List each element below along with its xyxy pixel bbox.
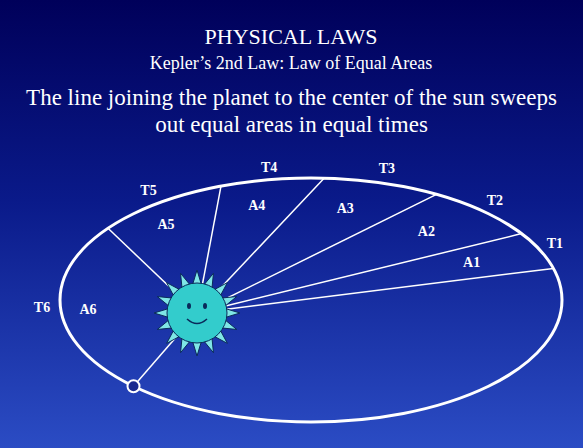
radius-line	[197, 234, 522, 313]
sun-eye	[187, 303, 191, 309]
radius-line	[197, 194, 437, 313]
time-label: T6	[34, 300, 50, 316]
sun-eye	[203, 303, 207, 309]
time-label: T2	[487, 193, 503, 209]
orbit-ellipse	[60, 178, 562, 422]
time-label: T5	[140, 183, 156, 199]
area-label: A1	[463, 255, 480, 271]
area-label: A6	[79, 302, 96, 318]
subtitle: Kepler’s 2nd Law: Law of Equal Areas	[150, 53, 433, 74]
slide-title: PHYSICAL LAWS	[205, 24, 378, 50]
law-statement: The line joining the planet to the cente…	[11, 84, 572, 138]
time-label: T3	[379, 161, 395, 177]
area-label: A4	[248, 198, 265, 214]
time-label: T4	[261, 160, 277, 176]
area-label: A5	[157, 217, 174, 233]
area-label: A2	[418, 224, 435, 240]
radius-lines	[108, 178, 553, 386]
radius-line	[197, 268, 553, 313]
area-label: A3	[337, 201, 354, 217]
planet-symbol	[128, 380, 140, 392]
sun-symbol	[154, 270, 240, 356]
sun-smile	[187, 319, 207, 324]
sun-disc	[167, 283, 227, 343]
time-label: T1	[547, 236, 563, 252]
